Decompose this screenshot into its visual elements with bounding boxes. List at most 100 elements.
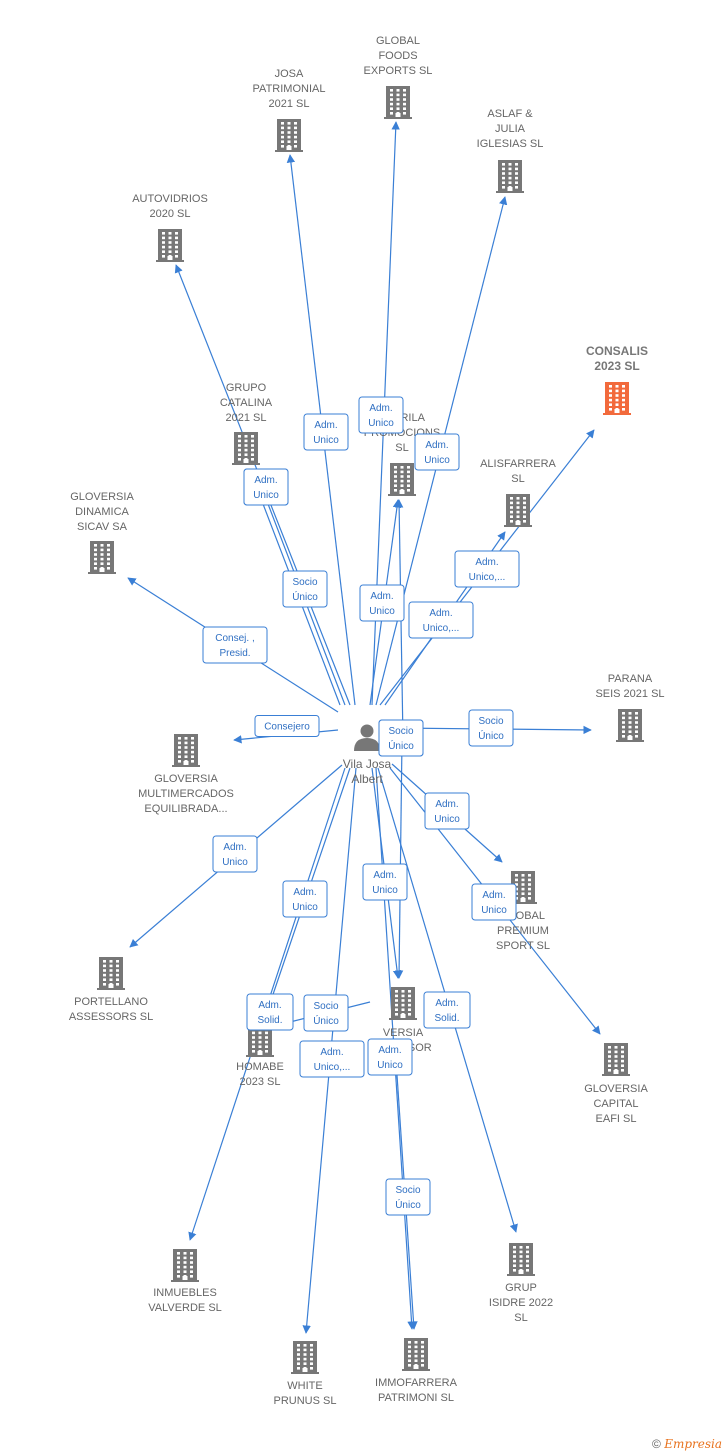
company-label: 2021 SL — [226, 412, 267, 424]
relation-label[interactable]: Adm.Unico — [358, 396, 404, 434]
building-icon[interactable] — [616, 709, 644, 742]
relation-label[interactable]: Adm.Unico — [243, 468, 289, 506]
person-icon[interactable] — [354, 724, 380, 752]
relation-label-text: Consejero — [264, 722, 310, 733]
company-label: SL — [395, 442, 408, 454]
company-label: FOODS — [378, 50, 417, 62]
relation-label-text: Unico — [372, 885, 398, 896]
relation-label-text: Socio — [313, 1001, 338, 1012]
relation-label[interactable]: Adm.Unico — [303, 413, 349, 451]
building-icon[interactable] — [507, 1243, 535, 1276]
company-label: 2023 SL — [594, 359, 639, 373]
building-icon[interactable] — [172, 734, 200, 767]
building-icon[interactable] — [384, 86, 412, 119]
relation-label[interactable]: Adm.Solid. — [246, 993, 294, 1031]
relation-labels-layer: Adm.UnicoAdm.UnicoAdm.UnicoAdm.UnicoAdm.… — [202, 396, 520, 1216]
company-label: WHITE — [287, 1380, 322, 1392]
building-icon[interactable] — [88, 541, 116, 574]
building-icon[interactable] — [602, 1043, 630, 1076]
relation-label-text: Unico — [377, 1060, 403, 1071]
company-label: ASSESSORS SL — [69, 1011, 153, 1023]
relation-label[interactable]: Adm.Unico,... — [454, 550, 520, 588]
copyright-symbol: © — [652, 1437, 661, 1451]
building-icon[interactable] — [603, 382, 631, 415]
relation-label[interactable]: Adm.Unico — [424, 792, 470, 830]
relation-label-text: Único — [292, 590, 318, 603]
company-label: MULTIMERCADOS — [138, 788, 234, 800]
building-icon[interactable] — [275, 119, 303, 152]
relation-label[interactable]: Adm.Unico,... — [408, 601, 474, 639]
building-icon[interactable] — [232, 432, 260, 465]
relation-label[interactable]: Consejero — [254, 715, 320, 737]
company-node-gloversia-multi[interactable]: GLOVERSIA MULTIMERCADOS EQUILIBRADA... — [138, 734, 234, 815]
relation-label[interactable]: Adm.Unico — [282, 880, 328, 918]
building-icon[interactable] — [402, 1338, 430, 1371]
person-label: Vila Josa — [343, 757, 392, 771]
relation-label[interactable]: Adm.Solid. — [423, 991, 471, 1029]
relation-label[interactable]: Adm.Unico — [414, 433, 460, 471]
company-label: SL — [514, 1312, 527, 1324]
company-label: SICAV SA — [77, 521, 128, 533]
building-icon[interactable] — [97, 957, 125, 990]
company-label: 2023 SL — [240, 1076, 281, 1088]
relation-label-text: Adm. — [378, 1045, 401, 1056]
company-label: GLOVERSIA — [154, 773, 218, 785]
relation-label[interactable]: Adm.Unico — [212, 835, 258, 873]
relation-label-text: Unico,... — [423, 623, 460, 634]
relation-label[interactable]: Consej. ,Presid. — [202, 626, 268, 664]
person-label: Albert — [351, 772, 383, 786]
relation-label[interactable]: Adm.Unico — [362, 863, 408, 901]
company-label: VERSIA — [383, 1027, 424, 1039]
company-label: GLOBAL — [376, 35, 420, 47]
company-label: EAFI SL — [596, 1113, 637, 1125]
relation-label-text: Unico — [222, 857, 248, 868]
building-icon[interactable] — [504, 494, 532, 527]
building-icon[interactable] — [388, 463, 416, 496]
company-node-homabe[interactable]: HOMABE 2023 SL — [236, 1024, 284, 1088]
building-icon[interactable] — [496, 160, 524, 193]
brand-logo[interactable]: Empresia — [664, 1437, 722, 1451]
relation-label[interactable]: Adm.Unico,... — [299, 1040, 365, 1078]
relation-label-text: Socio — [395, 1185, 420, 1196]
relation-label[interactable]: Adm. Unico — [367, 1038, 413, 1076]
company-label: HOMABE — [236, 1061, 284, 1073]
building-icon[interactable] — [291, 1341, 319, 1374]
company-label: IMMOFARRERA — [375, 1377, 458, 1389]
relation-label-text: Adm. — [435, 998, 458, 1009]
building-icon[interactable] — [171, 1249, 199, 1282]
building-icon[interactable] — [389, 987, 417, 1020]
company-label: EQUILIBRADA... — [144, 803, 227, 815]
relation-label-text: Unico — [292, 902, 318, 913]
relation-label-text: Único — [478, 729, 504, 742]
relation-label[interactable]: Adm.Unico — [471, 883, 517, 921]
relation-label-text: Único — [313, 1014, 339, 1027]
edge-versia — [394, 739, 404, 979]
relation-label[interactable]: Adm.Unico — [359, 584, 405, 622]
company-label: JOSA — [275, 68, 304, 80]
building-icon[interactable] — [156, 229, 184, 262]
